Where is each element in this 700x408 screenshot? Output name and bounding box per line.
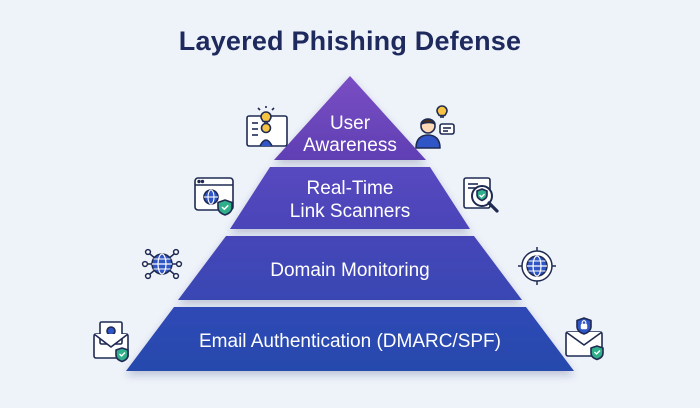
tier-email-authentication: Email Authentication (DMARC/SPF) bbox=[126, 307, 574, 371]
tier-shape bbox=[230, 167, 470, 229]
tier-shape bbox=[126, 307, 574, 371]
tier-shape bbox=[274, 76, 426, 160]
diagram-title: Layered Phishing Defense bbox=[178, 26, 522, 56]
browser-shield-icon bbox=[194, 177, 234, 216]
magnifier-shield-icon bbox=[463, 177, 499, 213]
tier-label-line: Awareness bbox=[303, 135, 397, 156]
presentation-lightbulb-icon bbox=[246, 106, 288, 147]
tier-link-scanners: Real-Time Link Scanners bbox=[230, 167, 470, 229]
tier-label-line: Domain Monitoring bbox=[270, 260, 429, 281]
tier-label-line: Real-Time bbox=[307, 178, 394, 199]
tier-shape bbox=[178, 236, 522, 300]
tier-label-line: User bbox=[330, 113, 371, 134]
tier-user-awareness: User Awareness bbox=[274, 76, 426, 160]
tier-label-line: Link Scanners bbox=[290, 201, 410, 222]
email-lock-shield-icon bbox=[565, 317, 604, 361]
user-idea-chat-icon bbox=[415, 105, 455, 149]
globe-target-icon bbox=[518, 247, 556, 285]
email-certificate-shield-icon bbox=[93, 321, 129, 363]
tier-domain-monitoring: Domain Monitoring bbox=[178, 236, 522, 300]
globe-network-icon bbox=[141, 248, 183, 280]
tier-label-line: Email Authentication (DMARC/SPF) bbox=[199, 331, 501, 352]
